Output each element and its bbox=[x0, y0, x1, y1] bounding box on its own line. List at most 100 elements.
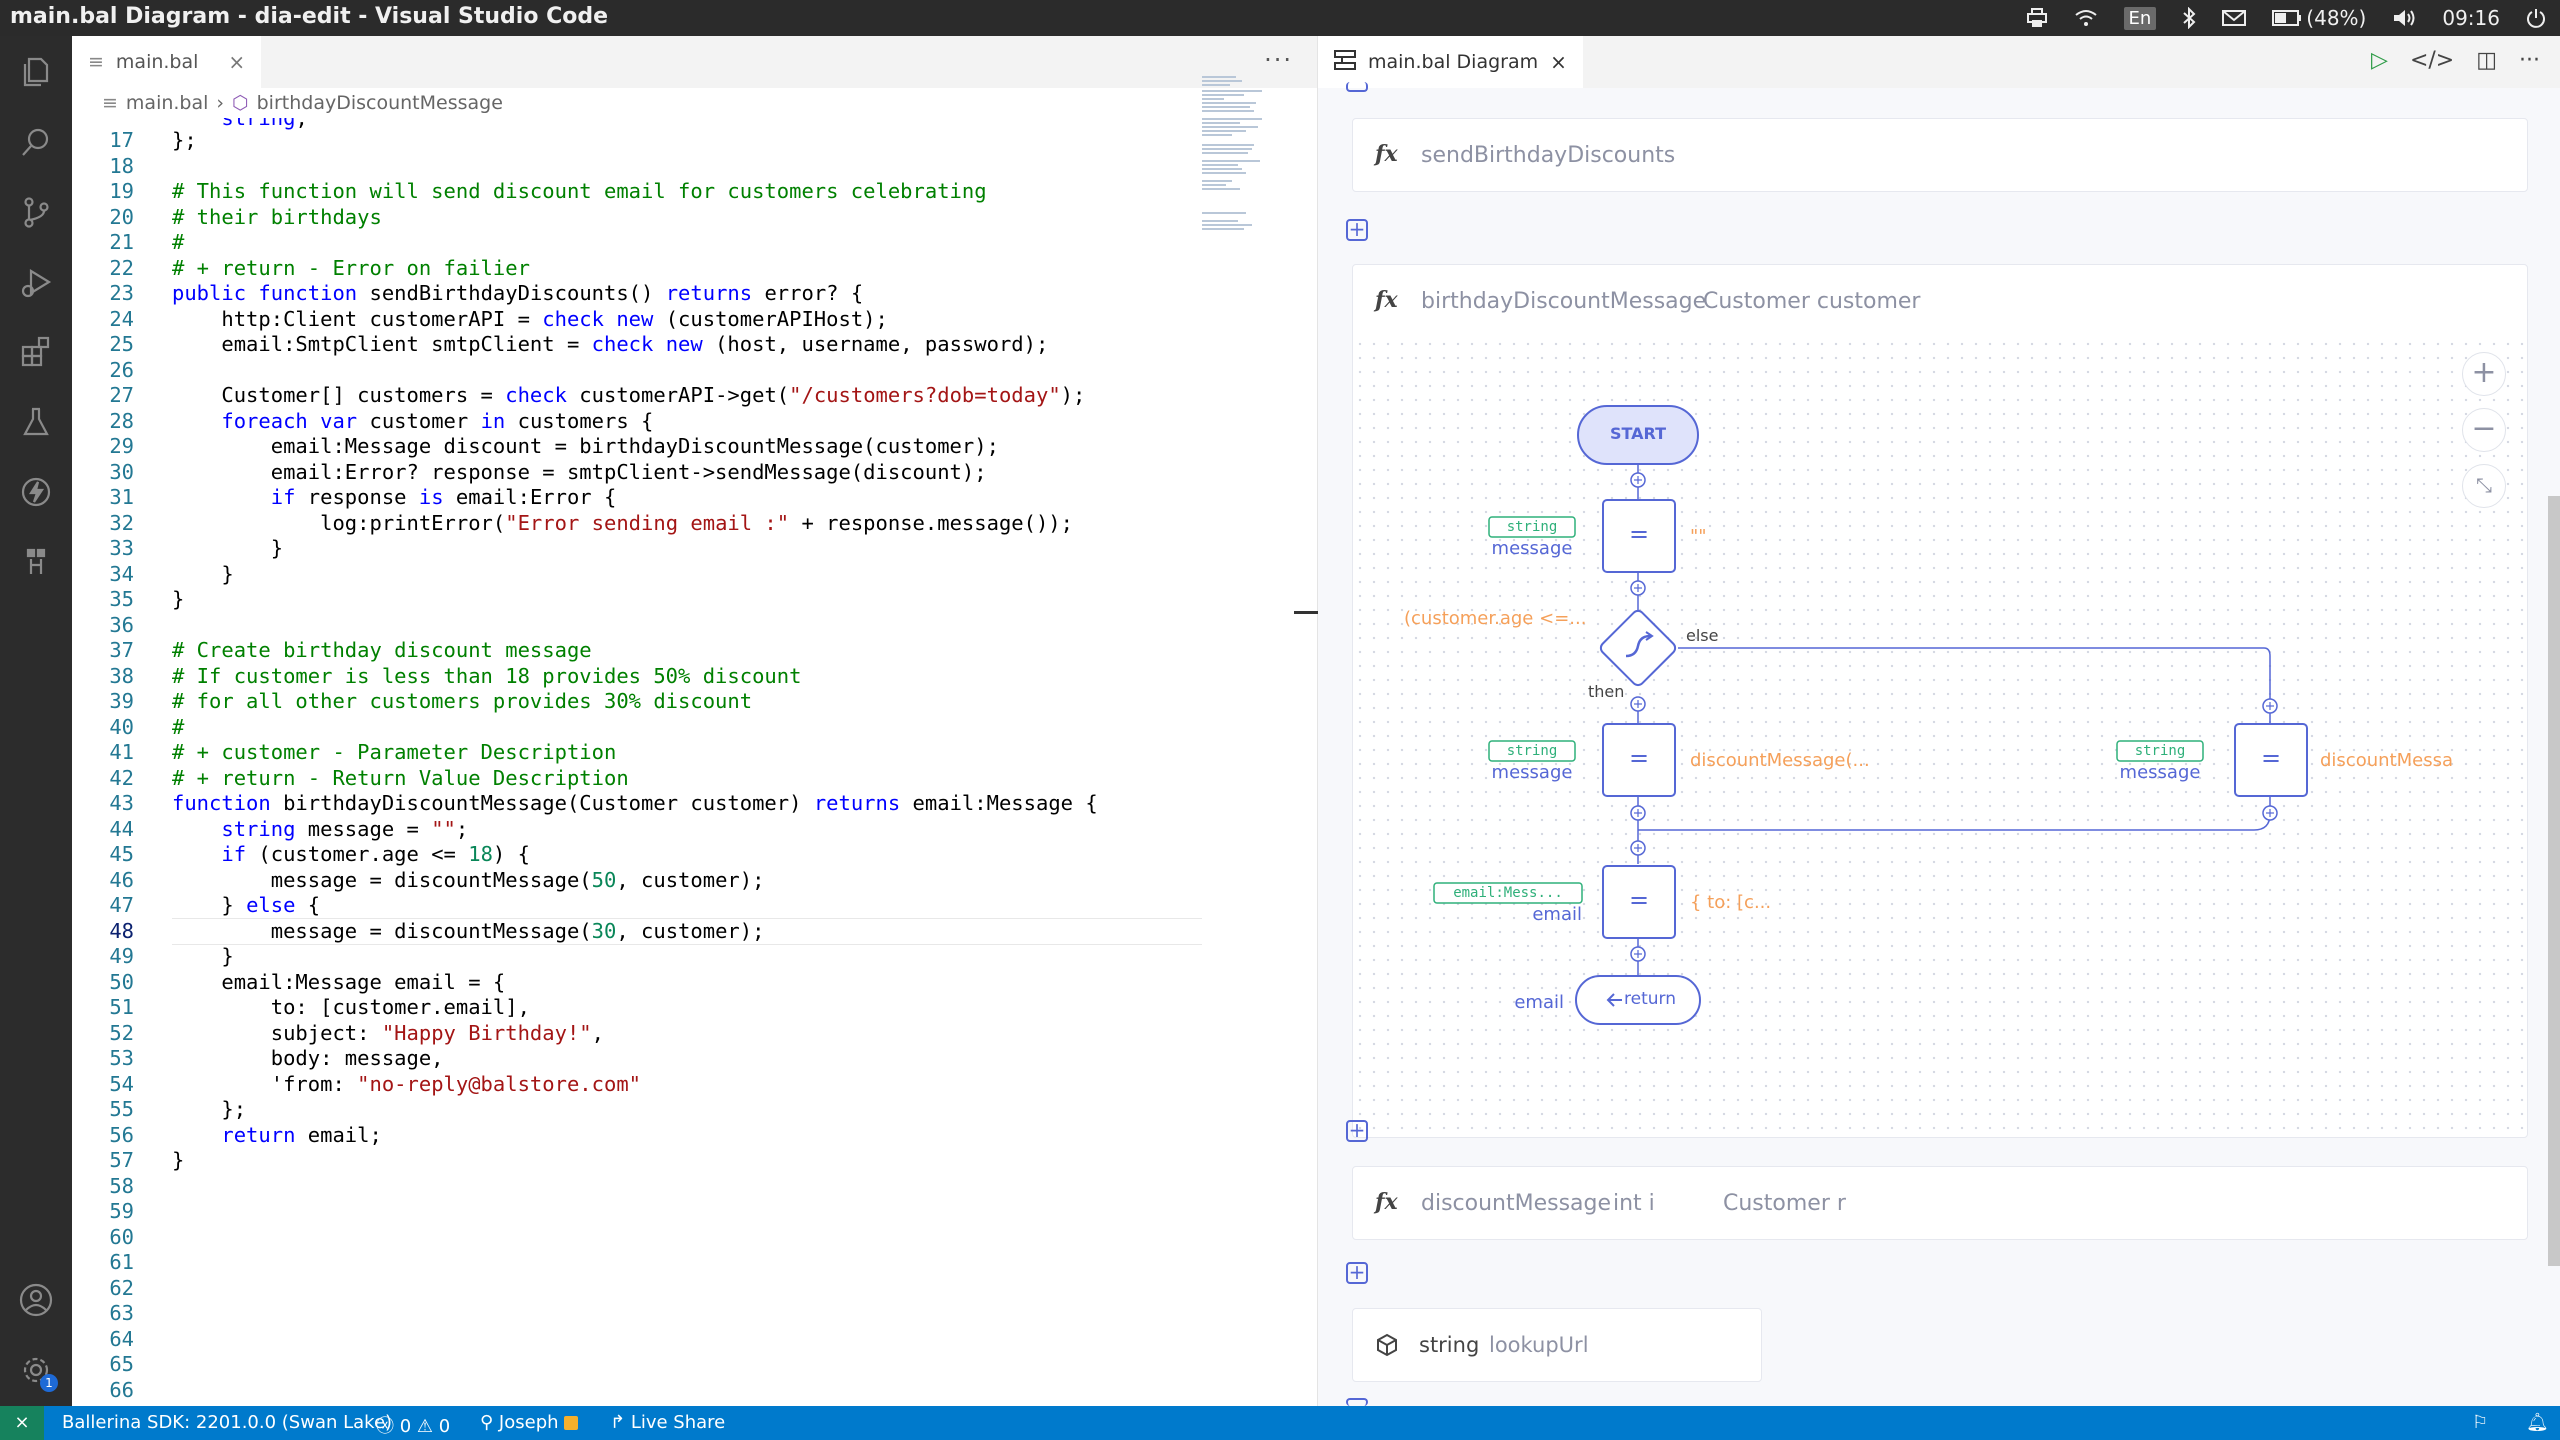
code-line[interactable]: 65 bbox=[72, 1352, 1202, 1378]
zoom-out-button[interactable]: − bbox=[2462, 408, 2506, 452]
search-icon[interactable] bbox=[12, 118, 60, 166]
connector-plus-points[interactable] bbox=[1630, 472, 2278, 962]
code-line[interactable]: 33 } bbox=[72, 536, 1202, 562]
tab-main-bal[interactable]: ≡ main.bal × bbox=[72, 36, 262, 88]
code-line[interactable]: 30 email:Error? response = smtpClient->s… bbox=[72, 460, 1202, 486]
choreo-icon[interactable] bbox=[12, 538, 60, 586]
return-node[interactable] bbox=[1575, 975, 1701, 1025]
code-line[interactable]: 39# for all other customers provides 30%… bbox=[72, 689, 1202, 715]
code-line[interactable]: 57} bbox=[72, 1148, 1202, 1174]
explorer-icon[interactable] bbox=[12, 48, 60, 96]
add-construct-button[interactable]: + bbox=[1346, 219, 1368, 241]
assign-node-then-message[interactable] bbox=[1602, 723, 1676, 797]
live-share-status[interactable]: ↱ Live Share bbox=[610, 1412, 725, 1433]
run-debug-icon[interactable] bbox=[12, 258, 60, 306]
ballerina-icon[interactable] bbox=[12, 468, 60, 516]
bluetooth-icon[interactable] bbox=[2182, 7, 2196, 29]
code-line[interactable]: 26 bbox=[72, 358, 1202, 384]
diagram-canvas[interactable] bbox=[1353, 337, 2527, 1137]
close-icon[interactable]: × bbox=[228, 50, 246, 74]
code-line[interactable]: 63 bbox=[72, 1301, 1202, 1327]
function-card-send-birthday-discounts[interactable]: fx sendBirthdayDiscounts bbox=[1352, 118, 2528, 192]
remote-indicator-icon[interactable]: ⨯ bbox=[0, 1406, 44, 1440]
code-line[interactable]: 45 if (customer.age <= 18) { bbox=[72, 842, 1202, 868]
function-card-discount-message[interactable]: fx discountMessage int i Customer r bbox=[1352, 1166, 2528, 1240]
code-line[interactable]: 37# Create birthday discount message bbox=[72, 638, 1202, 664]
tab-main-bal-diagram[interactable]: main.bal Diagram × bbox=[1318, 36, 1583, 88]
code-line[interactable]: 35} bbox=[72, 587, 1202, 613]
fit-to-screen-button[interactable]: ⤡ bbox=[2462, 464, 2506, 508]
code-line[interactable]: 54 'from: "no-reply@balstore.com" bbox=[72, 1072, 1202, 1098]
start-node[interactable] bbox=[1577, 405, 1699, 465]
clock[interactable]: 09:16 bbox=[2442, 6, 2500, 30]
code-line[interactable]: 34 } bbox=[72, 562, 1202, 588]
code-line[interactable]: 44 string message = ""; bbox=[72, 817, 1202, 843]
code-line[interactable]: 59 bbox=[72, 1199, 1202, 1225]
code-line[interactable]: 22# + return - Error on failier bbox=[72, 256, 1202, 282]
code-line[interactable]: 60 bbox=[72, 1225, 1202, 1251]
notifications-bell-icon[interactable]: 🔔︎ bbox=[2526, 1412, 2549, 1433]
code-line[interactable]: 64 bbox=[72, 1327, 1202, 1353]
code-line[interactable]: 32 log:printError("Error sending email :… bbox=[72, 511, 1202, 537]
keyboard-layout[interactable]: En bbox=[2123, 6, 2157, 30]
code-line[interactable]: 62 bbox=[72, 1276, 1202, 1302]
account-status[interactable]: ⚲ Joseph bbox=[480, 1412, 579, 1433]
diagram-scrollbar[interactable] bbox=[2548, 496, 2560, 1266]
accounts-icon[interactable] bbox=[12, 1276, 60, 1324]
power-icon[interactable] bbox=[2526, 8, 2546, 28]
code-line[interactable]: 51 to: [customer.email], bbox=[72, 995, 1202, 1021]
module-variable-card[interactable]: string lookupUrl bbox=[1352, 1308, 1762, 1382]
code-line[interactable]: 46 message = discountMessage(50, custome… bbox=[72, 868, 1202, 894]
more-actions-icon[interactable]: ··· bbox=[1264, 46, 1293, 74]
source-control-icon[interactable] bbox=[12, 188, 60, 236]
code-line[interactable]: 49 } bbox=[72, 944, 1202, 970]
testing-icon[interactable] bbox=[12, 398, 60, 446]
assign-node-message[interactable] bbox=[1602, 499, 1676, 573]
manage-gear-icon[interactable]: 1 bbox=[12, 1346, 60, 1394]
code-line[interactable]: 28 foreach var customer in customers { bbox=[72, 409, 1202, 435]
breadcrumb-symbol[interactable]: birthdayDiscountMessage bbox=[256, 92, 503, 114]
show-source-icon[interactable]: </> bbox=[2409, 48, 2455, 73]
code-line[interactable]: 66 bbox=[72, 1378, 1202, 1404]
code-line[interactable]: 55 }; bbox=[72, 1097, 1202, 1123]
assign-node-email[interactable] bbox=[1602, 865, 1676, 939]
code-line[interactable]: 42# + return - Return Value Description bbox=[72, 766, 1202, 792]
add-construct-button[interactable]: + bbox=[1346, 1120, 1368, 1142]
zoom-in-button[interactable]: + bbox=[2462, 352, 2506, 396]
wifi-icon[interactable] bbox=[2074, 9, 2098, 27]
code-line[interactable]: 31 if response is email:Error { bbox=[72, 485, 1202, 511]
ballerina-sdk-status[interactable]: Ballerina SDK: 2201.0.0 (Swan Lake) bbox=[62, 1412, 393, 1433]
more-actions-icon[interactable]: ··· bbox=[2519, 48, 2540, 73]
code-line[interactable]: 53 body: message, bbox=[72, 1046, 1202, 1072]
code-line[interactable]: 21# bbox=[72, 230, 1202, 256]
code-line[interactable]: 18 bbox=[72, 154, 1202, 180]
add-construct-button[interactable] bbox=[1346, 82, 1368, 92]
code-line[interactable]: 56 return email; bbox=[72, 1123, 1202, 1149]
feedback-icon[interactable]: ⚐ bbox=[2472, 1412, 2489, 1433]
code-line[interactable]: 52 subject: "Happy Birthday!", bbox=[72, 1021, 1202, 1047]
assign-node-else-message[interactable] bbox=[2234, 723, 2308, 797]
split-editor-icon[interactable]: ◫ bbox=[2476, 48, 2498, 73]
code-line[interactable]: 24 http:Client customerAPI = check new (… bbox=[72, 307, 1202, 333]
code-line[interactable]: 40# bbox=[72, 715, 1202, 741]
code-line[interactable]: 48 message = discountMessage(30, custome… bbox=[72, 917, 1202, 945]
mail-icon[interactable] bbox=[2222, 9, 2247, 27]
code-line[interactable]: 17}; bbox=[72, 128, 1202, 154]
run-icon[interactable]: ▷ bbox=[2371, 48, 2388, 73]
code-line[interactable]: 47 } else { bbox=[72, 893, 1202, 919]
code-line[interactable]: 19# This function will send discount ema… bbox=[72, 179, 1202, 205]
printer-icon[interactable] bbox=[2026, 8, 2048, 28]
code-line[interactable]: 38# If customer is less than 18 provides… bbox=[72, 664, 1202, 690]
battery-indicator[interactable]: (48%) bbox=[2272, 6, 2366, 30]
extensions-icon[interactable] bbox=[12, 328, 60, 376]
add-construct-button[interactable] bbox=[1346, 1398, 1368, 1406]
volume-icon[interactable] bbox=[2392, 8, 2416, 28]
close-icon[interactable]: × bbox=[1550, 50, 1567, 74]
problems-status[interactable]: ⓧ 0 ⚠ 0 bbox=[376, 1412, 450, 1438]
function-card-birthday-discount-message[interactable]: fx birthdayDiscountMessage Customer cust… bbox=[1352, 264, 2528, 1138]
add-construct-button[interactable]: + bbox=[1346, 1262, 1368, 1284]
code-line[interactable]: 36 bbox=[72, 613, 1202, 639]
